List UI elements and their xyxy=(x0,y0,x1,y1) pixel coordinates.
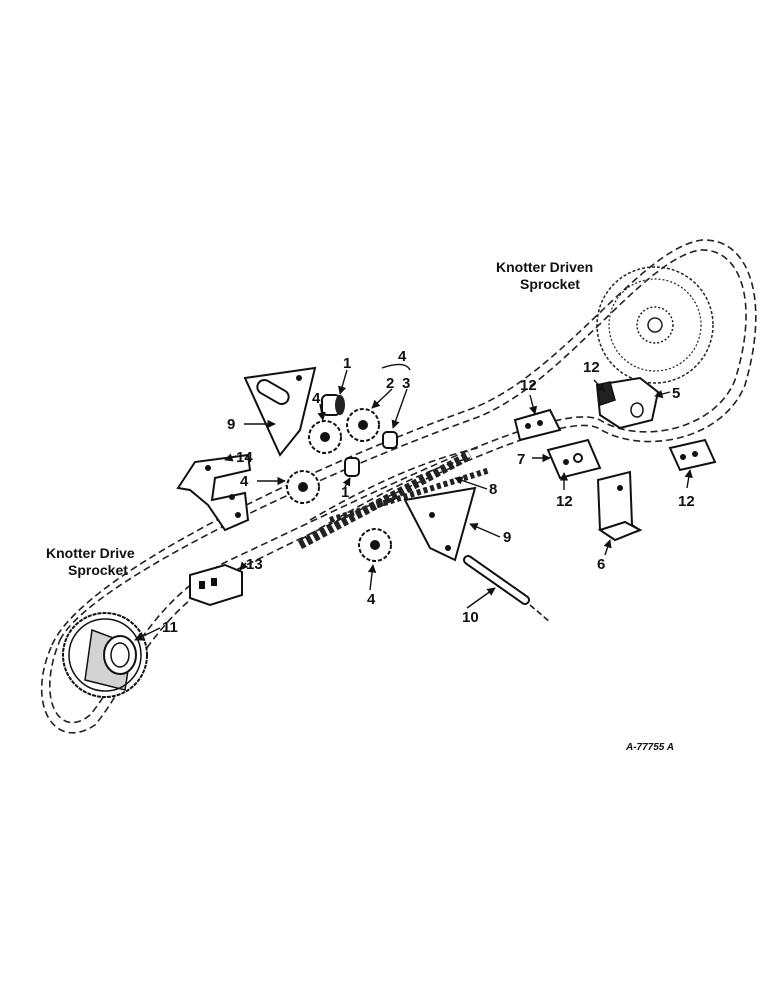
callout-4-middle: 4 xyxy=(240,473,249,490)
callout-1-lower: 1 xyxy=(341,484,349,501)
drive-sprocket-title-line2: Sprocket xyxy=(68,562,128,578)
center-chain xyxy=(297,451,491,549)
callout-12-upper-left: 12 xyxy=(520,377,537,394)
idler-bracket-upper xyxy=(243,366,317,457)
callout-10: 10 xyxy=(462,609,479,626)
callout-13: 13 xyxy=(246,556,263,573)
callout-4-group: 4 xyxy=(398,348,407,365)
driven-sprocket-title-line2: Sprocket xyxy=(520,276,580,292)
callout-1-upper: 1 xyxy=(343,355,351,372)
idler-parts xyxy=(286,394,398,562)
callout-7: 7 xyxy=(517,451,525,468)
knotter-drive-sprocket xyxy=(62,612,148,698)
callout-2: 2 xyxy=(386,375,394,392)
callout-9-lower: 9 xyxy=(503,529,511,546)
bracket-6 xyxy=(596,470,643,542)
leader-lines xyxy=(134,363,693,641)
callout-8: 8 xyxy=(489,481,497,498)
bracket-14 xyxy=(176,453,252,532)
callout-6: 6 xyxy=(597,556,605,573)
callout-4-upper: 4 xyxy=(312,390,321,407)
callout-11: 11 xyxy=(162,619,178,636)
drive-chain xyxy=(40,239,757,734)
knotter-driven-sprocket xyxy=(596,266,714,384)
shaft-10 xyxy=(463,555,551,623)
callout-12-lower-right: 12 xyxy=(678,493,695,510)
callout-3: 3 xyxy=(402,375,410,392)
callout-12-upper-right: 12 xyxy=(583,359,600,376)
callout-4-lower: 4 xyxy=(367,591,376,608)
drawing-reference-number: A-77755 A xyxy=(625,742,674,753)
drive-sprocket-title-line1: Knotter Drive xyxy=(46,545,135,561)
driven-sprocket-title-line1: Knotter Driven xyxy=(496,259,593,275)
idler-bracket-lower xyxy=(403,486,477,562)
block-13 xyxy=(189,563,243,607)
wear-blocks xyxy=(513,376,717,480)
callout-12-lower-left: 12 xyxy=(556,493,573,510)
callout-5: 5 xyxy=(672,385,680,402)
callout-14: 14 xyxy=(236,449,253,466)
callout-9-upper: 9 xyxy=(227,416,235,433)
